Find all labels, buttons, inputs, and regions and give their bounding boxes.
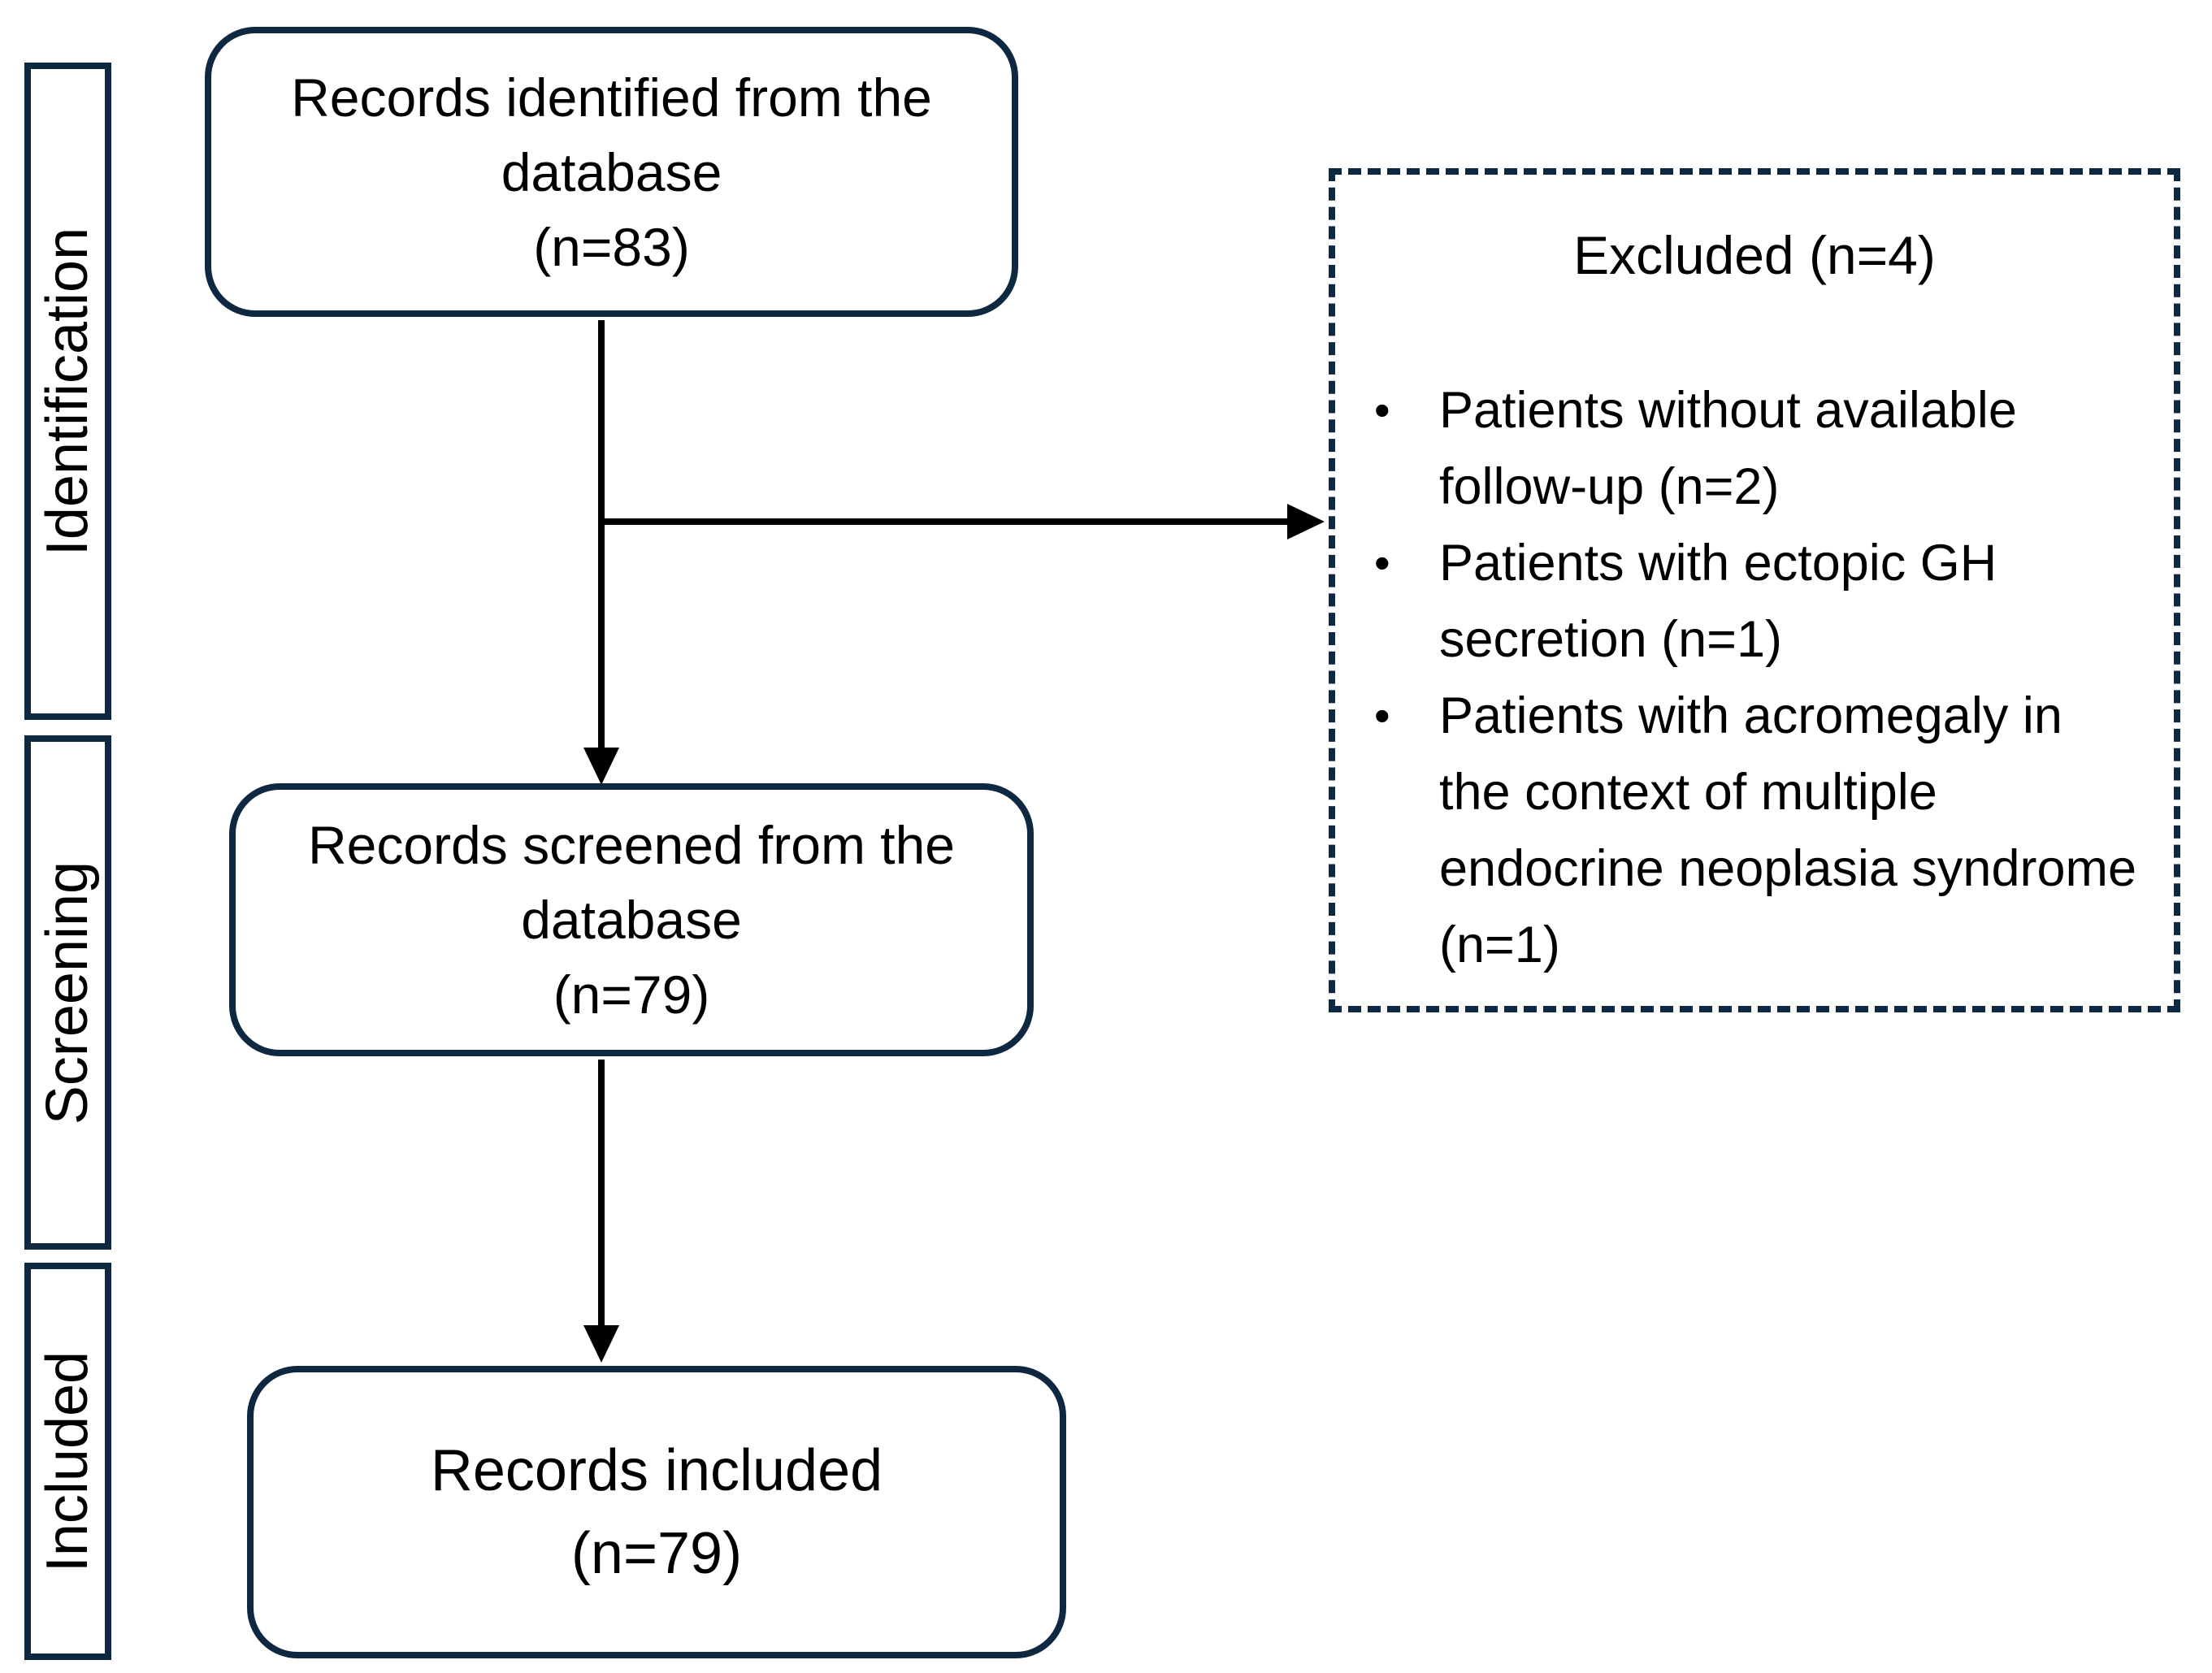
flow-box-text-line: database <box>501 141 722 202</box>
bullet-icon: • <box>1374 537 1390 588</box>
flow-box-records-identified: Records identified from the database (n=… <box>205 27 1018 317</box>
stage-box-identification: Identification <box>24 63 111 720</box>
stage-label-identification: Identification <box>35 227 101 556</box>
stage-box-included: Included <box>24 1263 111 1660</box>
excluded-item-text: Patients with acromegaly in the context … <box>1439 687 2137 973</box>
flow-box-text-line: Records screened from the <box>307 815 956 875</box>
bullet-icon: • <box>1374 384 1390 436</box>
stage-label-screening: Screening <box>35 860 101 1125</box>
stage-box-screening: Screening <box>24 735 111 1250</box>
flow-box-records-included: Records included (n=79) <box>247 1366 1066 1658</box>
flow-box-records-screened: Records screened from the database (n=79… <box>229 783 1034 1056</box>
arrowhead-down-icon <box>583 748 619 785</box>
bullet-icon: • <box>1374 690 1390 741</box>
flow-box-count: (n=79) <box>553 964 710 1025</box>
excluded-box: Excluded (n=4) • Patients without availa… <box>1329 168 2180 1012</box>
excluded-item-text: Patients without available follow-up (n=… <box>1439 382 2017 515</box>
flow-box-text-line: Records identified from the <box>291 67 932 128</box>
flow-box-count: (n=79) <box>570 1521 743 1586</box>
flow-box-text-line: database <box>521 890 742 950</box>
stage-label-included: Included <box>35 1350 101 1572</box>
flow-box-text-line: Records included <box>430 1438 883 1503</box>
excluded-item-text: Patients with ectopic GH secretion (n=1) <box>1439 535 1997 668</box>
excluded-item: • Patients with ectopic GH secretion (n=… <box>1374 525 2166 678</box>
arrowhead-right-icon <box>1287 504 1325 540</box>
flow-box-count: (n=83) <box>533 216 690 277</box>
excluded-title: Excluded (n=4) <box>1573 225 1936 285</box>
excluded-item: • Patients with acromegaly in the contex… <box>1374 678 2166 983</box>
arrowhead-down-icon <box>583 1325 619 1363</box>
excluded-item: • Patients without available follow-up (… <box>1374 372 2166 525</box>
